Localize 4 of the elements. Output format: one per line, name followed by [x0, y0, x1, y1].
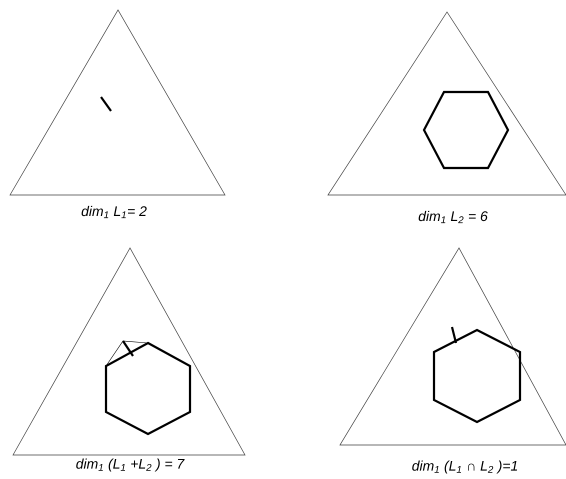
formula-label: dim$_{1}$ L$_{2}$ = 6 [418, 210, 488, 224]
formula-label: dim$_{1}$ L$_{1}$= 2 [82, 206, 147, 218]
formula-label: dim$_{1}$ (L$_{1}$ +L$_{2}$ ) = 7 [76, 458, 185, 472]
formula-label: dim$_{1}$ (L$_{1}$ ∩ L$_{2}$ )=1 [412, 460, 518, 474]
